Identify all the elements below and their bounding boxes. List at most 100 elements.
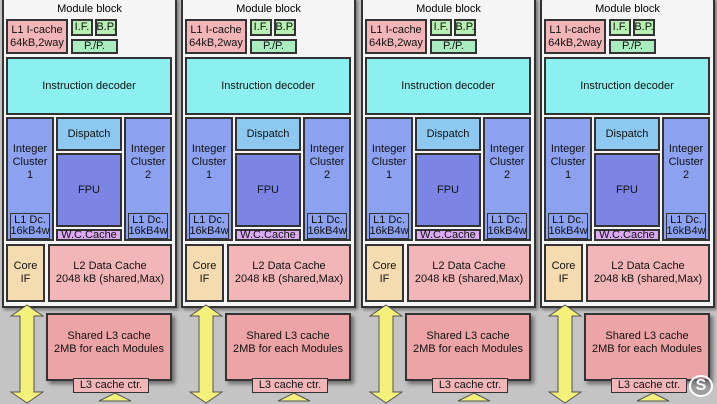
instruction-fetch-block: I.F.	[250, 19, 272, 36]
module-title: Module block	[57, 3, 122, 15]
l3-cache-controller-block: L3 cache ctr.	[611, 378, 687, 393]
module-4: Module block L1 I-cache 64kB,2way I.F. B.P.…	[540, 0, 715, 404]
shared-l3-cache-block: Shared L3 cache 2MB for each Modules	[225, 313, 351, 381]
l1-dcache-label: L1 Dc. 16kB4w	[10, 214, 50, 237]
l1-dcache-label: L1 Dc. 16kB4w	[666, 214, 706, 237]
integer-cluster-1-block-label: Integer Cluster 1	[550, 143, 586, 181]
l3-cache-label: Shared L3 cache 2MB for each Modules	[412, 330, 524, 355]
instruction-fetch-block-label: I.F.	[612, 21, 628, 33]
l2-data-cache-block-label: L2 Data Cache 2048 kB (shared,Max)	[234, 260, 344, 285]
predecode-block-label: P./P.	[442, 40, 464, 52]
l1-icache-block: L1 I-cache 64kB,2way	[544, 19, 606, 54]
l1-dcache-label: L1 Dc. 16kB4w	[307, 214, 347, 237]
integer-cluster-2-block-label: Integer Cluster 2	[309, 143, 345, 181]
module-title: Module block	[595, 3, 660, 15]
dispatch-block: Dispatch	[56, 117, 122, 151]
instruction-decoder-block: Instruction decoder	[365, 57, 531, 115]
wc-cache-block: W.C.Cache	[415, 229, 481, 241]
predecode-block: P./P.	[71, 39, 118, 54]
shared-l3-cache-block: Shared L3 cache 2MB for each Modules	[405, 313, 531, 381]
dispatch-block-label: Dispatch	[67, 127, 111, 140]
l3-controller-label: L3 cache ctr.	[258, 379, 322, 391]
core-if-block-label: Core IF	[13, 260, 38, 285]
integer-cluster-1-block-label: Integer Cluster 1	[371, 143, 407, 181]
up-arrow-icon	[277, 392, 311, 402]
instruction-fetch-block: I.F.	[430, 19, 452, 36]
core-if-block: Core IF	[6, 244, 45, 302]
l3-controller-label: L3 cache ctr.	[79, 379, 143, 391]
double-arrow-icon	[548, 304, 582, 404]
l1-icache-block: L1 I-cache 64kB,2way	[185, 19, 247, 54]
l3-cache-controller-block: L3 cache ctr.	[252, 378, 328, 393]
l1-dcache-block: L1 Dc. 16kB4w	[128, 213, 168, 239]
l1-dcache-block: L1 Dc. 16kB4w	[10, 213, 50, 239]
instruction-decoder-block-label: Instruction decoder	[221, 79, 315, 92]
instruction-fetch-block-label: I.F.	[433, 21, 449, 33]
fpu-block-label: FPU	[437, 183, 459, 196]
predecode-block: P./P.	[250, 39, 297, 54]
dispatch-block-label: Dispatch	[605, 127, 649, 140]
wc-cache-block-label: W.C.Cache	[240, 228, 296, 241]
branch-prediction-block-label: B.P.	[455, 21, 475, 33]
core-if-block-label: Core IF	[192, 260, 217, 285]
l1-icache-block: L1 I-cache 64kB,2way	[365, 19, 427, 54]
up-arrow-icon	[636, 392, 670, 402]
l3-cache-controller-block: L3 cache ctr.	[73, 378, 149, 393]
l3-cache-label: Shared L3 cache 2MB for each Modules	[53, 330, 165, 355]
branch-prediction-block-label: B.P.	[634, 21, 654, 33]
instruction-fetch-block-label: I.F.	[74, 21, 90, 33]
integer-cluster-2-block-label: Integer Cluster 2	[489, 143, 525, 181]
core-if-block-label: Core IF	[551, 260, 576, 285]
wc-cache-block: W.C.Cache	[594, 229, 660, 241]
fpu-block-label: FPU	[616, 183, 638, 196]
fpu-block-label: FPU	[78, 183, 100, 196]
core-if-block-label: Core IF	[372, 260, 397, 285]
branch-prediction-block: B.P.	[633, 19, 655, 36]
l3-cache-controller-block: L3 cache ctr.	[432, 378, 508, 393]
l1-dcache-label: L1 Dc. 16kB4w	[189, 214, 229, 237]
l1-dcache-label: L1 Dc. 16kB4w	[128, 214, 168, 237]
fpu-block: FPU	[235, 153, 301, 227]
instruction-decoder-block: Instruction decoder	[185, 57, 351, 115]
core-if-block: Core IF	[544, 244, 583, 302]
dispatch-block: Dispatch	[415, 117, 481, 151]
predecode-block-label: P./P.	[83, 40, 105, 52]
wc-cache-block-label: W.C.Cache	[61, 228, 117, 241]
instruction-decoder-block: Instruction decoder	[544, 57, 710, 115]
instruction-decoder-block-label: Instruction decoder	[580, 79, 674, 92]
integer-cluster-2-block-label: Integer Cluster 2	[130, 143, 166, 181]
predecode-block-label: P./P.	[262, 40, 284, 52]
l2-data-cache-block: L2 Data Cache 2048 kB (shared,Max)	[48, 244, 172, 302]
dispatch-block: Dispatch	[594, 117, 660, 151]
l2-data-cache-block: L2 Data Cache 2048 kB (shared,Max)	[407, 244, 531, 302]
fpu-block-label: FPU	[257, 183, 279, 196]
branch-prediction-block: B.P.	[454, 19, 476, 36]
l1-dcache-block: L1 Dc. 16kB4w	[487, 213, 527, 239]
integer-cluster-1-block-label: Integer Cluster 1	[191, 143, 227, 181]
l1-icache-block: L1 I-cache 64kB,2way	[6, 19, 68, 54]
module-title: Module block	[236, 3, 301, 15]
l1-icache-block-label: L1 I-cache 64kB,2way	[369, 23, 423, 49]
branch-prediction-block-label: B.P.	[275, 21, 295, 33]
branch-prediction-block-label: B.P.	[96, 21, 116, 33]
l2-data-cache-block-label: L2 Data Cache 2048 kB (shared,Max)	[55, 260, 165, 285]
l1-dcache-block: L1 Dc. 16kB4w	[189, 213, 229, 239]
double-arrow-icon	[189, 304, 223, 404]
shared-l3-cache-block: Shared L3 cache 2MB for each Modules	[46, 313, 172, 381]
wc-cache-block: W.C.Cache	[56, 229, 122, 241]
module-1: Module block L1 I-cache 64kB,2way I.F. B.P.…	[2, 0, 177, 404]
fpu-block: FPU	[415, 153, 481, 227]
l1-dcache-label: L1 Dc. 16kB4w	[548, 214, 588, 237]
dispatch-block-label: Dispatch	[426, 127, 470, 140]
l1-dcache-block: L1 Dc. 16kB4w	[369, 213, 409, 239]
integer-cluster-2-block-label: Integer Cluster 2	[668, 143, 704, 181]
integer-cluster-1-block-label: Integer Cluster 1	[12, 143, 48, 181]
l1-dcache-block: L1 Dc. 16kB4w	[307, 213, 347, 239]
shared-l3-cache-block: Shared L3 cache 2MB for each Modules	[584, 313, 710, 381]
l3-cache-label: Shared L3 cache 2MB for each Modules	[232, 330, 344, 355]
instruction-fetch-block: I.F.	[609, 19, 631, 36]
l2-data-cache-block-label: L2 Data Cache 2048 kB (shared,Max)	[414, 260, 524, 285]
branch-prediction-block: B.P.	[274, 19, 296, 36]
l1-dcache-label: L1 Dc. 16kB4w	[369, 214, 409, 237]
l1-dcache-block: L1 Dc. 16kB4w	[666, 213, 706, 239]
